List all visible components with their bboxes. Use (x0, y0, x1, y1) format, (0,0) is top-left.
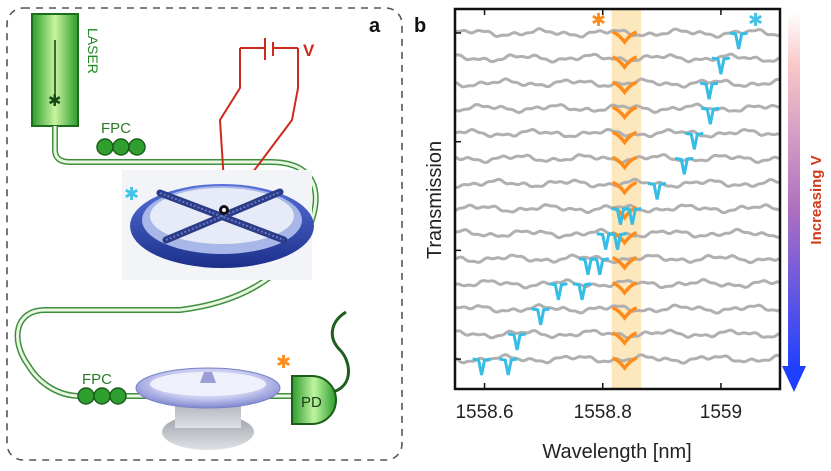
voltage-label: V (303, 41, 315, 60)
orange-resonance-dip (611, 356, 638, 371)
transmission-trace (455, 303, 779, 315)
cyan-resonance-dip (572, 282, 592, 301)
cyan-resonance-dip (472, 357, 491, 376)
x-tick-label: 1559 (700, 402, 742, 423)
orange-resonance-dip (611, 230, 638, 246)
orange-resonance-star-icon: ✱ (591, 10, 606, 30)
orange-resonance-dip (611, 105, 638, 121)
orange-resonance-dip (611, 55, 638, 70)
cyan-resonance-dip (647, 181, 667, 200)
cyan-resonance-dip (701, 106, 720, 125)
x-tick-label: 1558.6 (455, 402, 513, 423)
fpc-top-label: FPC (101, 120, 131, 137)
orange-resonance-dip (611, 130, 638, 146)
transmission-trace (455, 203, 780, 215)
y-axis-label: Transmission (424, 141, 446, 259)
orange-resonance-dip (611, 306, 638, 321)
orange-resonance-dip (611, 256, 638, 271)
colorbar-arrow-icon (782, 366, 806, 392)
cyan-resonance-dip (590, 257, 610, 275)
cyan-resonance-dip (711, 56, 731, 75)
fpc-bottom-icon (77, 387, 127, 405)
cyan-resonance-dip (608, 232, 627, 250)
orange-resonance-dip (611, 331, 638, 346)
orange-resonance-dip (611, 180, 638, 196)
cyan-resonance-dip (498, 357, 518, 376)
cyan-resonance-dip (531, 307, 550, 326)
cyan-resonance-dip (507, 332, 527, 351)
transmission-trace (455, 102, 780, 115)
highlight-band (611, 10, 642, 388)
panel-a: a ✱ LASER FPC V (6, 7, 403, 461)
plot-traces (455, 27, 780, 376)
pd-cable (330, 310, 350, 394)
colorbar-label: Increasing V (808, 155, 825, 244)
panel-a-label: a (369, 15, 381, 37)
cyan-resonance-dip (699, 81, 719, 100)
photodetector (291, 375, 337, 425)
cyan-resonance-dip (675, 156, 694, 175)
cyan-resonance-dip (623, 207, 642, 225)
orange-resonance-dip (611, 80, 638, 96)
transmission-trace (455, 127, 780, 139)
panel-b-label: b (414, 15, 426, 37)
cyan-resonance-dip (685, 131, 704, 150)
cyan-resonance-dip (549, 282, 568, 301)
fpc-bottom-label: FPC (82, 371, 112, 388)
transmission-trace (455, 27, 780, 39)
laser-star-icon: ✱ (48, 93, 61, 110)
fpc-top-icon (96, 138, 146, 156)
mems-cyan-star-icon: ✱ (124, 184, 139, 204)
plot-frame (453, 7, 782, 391)
cyan-resonance-star-icon: ✱ (748, 10, 763, 30)
orange-resonance-dip (611, 155, 638, 171)
laser-label: LASER (85, 28, 101, 74)
mems-device (122, 170, 314, 280)
voltage-colorbar (788, 12, 800, 368)
orange-resonance-dip (611, 281, 638, 296)
cyan-resonance-dip (729, 31, 748, 50)
orange-resonance-dip (611, 30, 638, 45)
setup-border (6, 7, 403, 461)
voltage-source (218, 38, 299, 201)
cyan-resonance-dip (578, 257, 598, 275)
laser-source: ✱ (31, 13, 79, 127)
x-tick-label: 1558.8 (574, 402, 632, 423)
x-axis-ticks: 1558.6 1558.8 1559 (455, 9, 742, 423)
disk-orange-star-icon: ✱ (276, 352, 291, 372)
x-axis-label: Wavelength [nm] (542, 441, 691, 463)
pd-label: PD (301, 394, 322, 411)
transmission-trace (455, 277, 779, 290)
disk-resonator (135, 367, 281, 450)
